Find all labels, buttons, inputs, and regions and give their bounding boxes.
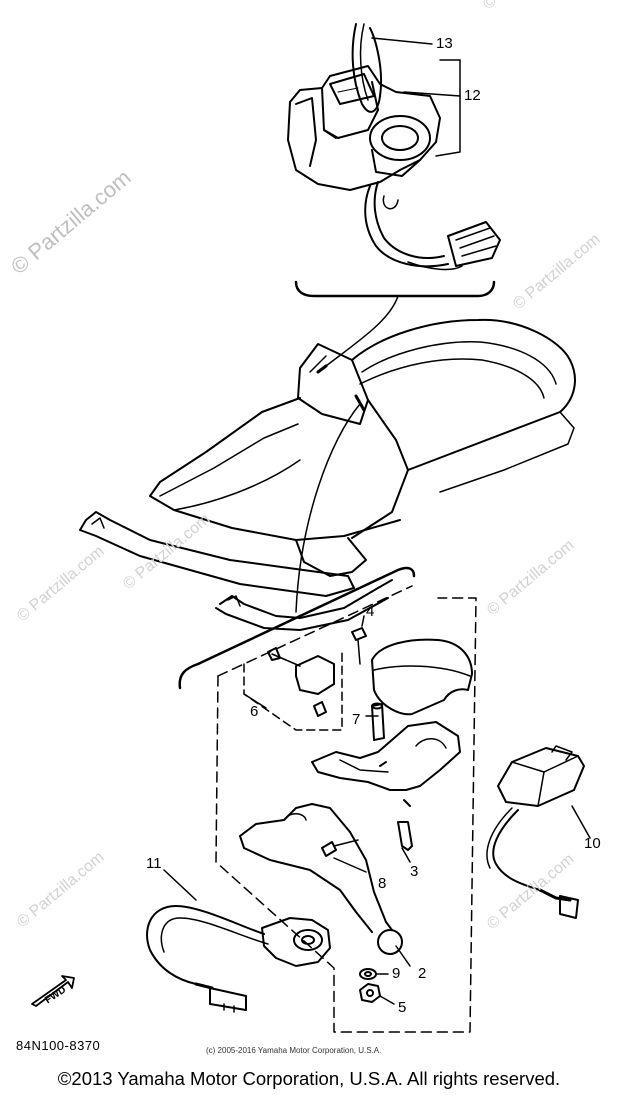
diagram-code: 84N100-8370 [16,1038,101,1053]
pointer-line-bottom [295,403,361,613]
footer-copyright: ©2013 Yamaha Motor Corporation, U.S.A. A… [57,1068,561,1089]
callout-13: 13 [436,35,453,52]
fwd-arrow-icon: FWD [31,975,75,1007]
callout-12: 12 [464,87,481,104]
callout-3: 3 [410,863,419,880]
pointer-line-top [325,295,399,367]
detail-bracket-bottom [178,566,416,690]
fwd-label: FWD [43,984,68,1006]
callout-5: 5 [398,999,407,1016]
switch-box-assembly [287,23,501,271]
small-copyright: (c) 2005-2016 Yamaha Motor Corporation, … [206,1046,382,1055]
leader-12 [403,91,461,157]
leader-13 [371,37,433,45]
leader-lines-lower [163,615,591,1005]
callout-2: 2 [418,965,427,982]
callout-9: 9 [392,965,401,982]
callout-10: 10 [584,835,601,852]
callout-7: 7 [352,711,361,728]
callout-11: 11 [146,855,162,872]
detail-bracket-top [294,280,496,298]
snowmobile-outline [79,318,576,631]
callout-6: 6 [250,703,259,720]
callout-8: 8 [378,875,387,892]
lever-assembly [146,585,585,1033]
callout-4: 4 [366,603,375,620]
